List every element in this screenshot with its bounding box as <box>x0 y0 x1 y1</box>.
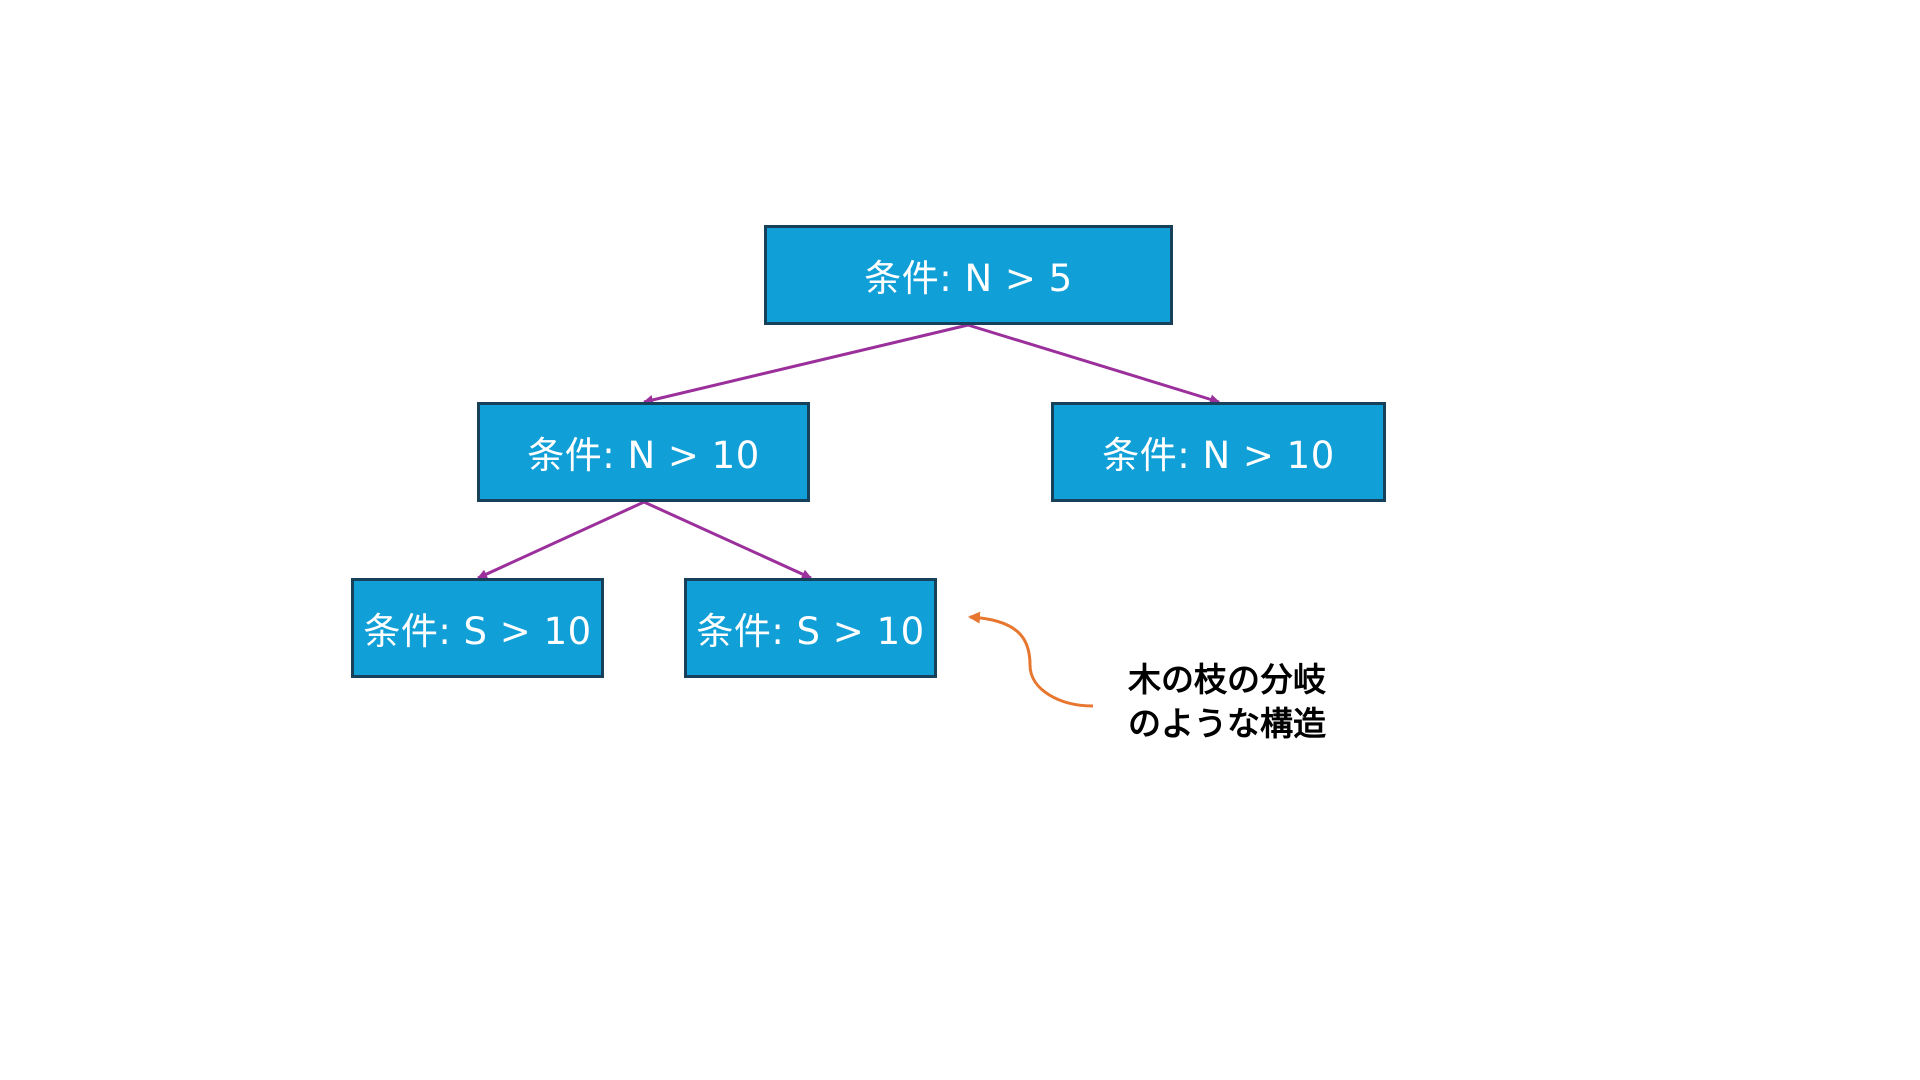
edge-root-right <box>967 323 1220 405</box>
annotation-line-1: 木の枝の分岐 <box>1128 660 1326 699</box>
node-right: 条件: N > 10 <box>1051 402 1386 502</box>
annotation-line-2: のような構造 <box>1128 704 1326 743</box>
node-left-right: 条件: S > 10 <box>684 578 937 678</box>
edge-root-left <box>643 323 969 405</box>
annotation-arrow <box>968 611 1094 708</box>
annotation-text: 木の枝の分岐 のような構造 <box>1128 658 1388 746</box>
node-root: 条件: N > 5 <box>764 225 1173 325</box>
node-left-left: 条件: S > 10 <box>351 578 604 678</box>
edge-left-leftleft <box>477 500 645 580</box>
edge-left-leftright <box>643 500 812 580</box>
node-left: 条件: N > 10 <box>477 402 810 502</box>
